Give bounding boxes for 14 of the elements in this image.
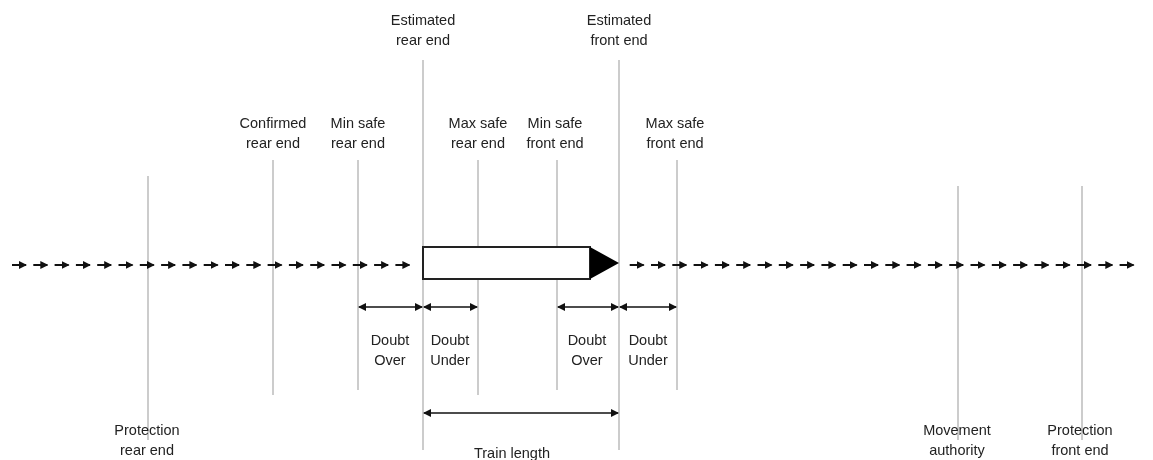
position-label: Estimated rear end: [389, 11, 457, 50]
position-label: Estimated front end: [585, 11, 653, 50]
position-label: Doubt Under: [429, 331, 471, 370]
position-label: Doubt Over: [369, 331, 411, 370]
position-label: Movement authority: [922, 421, 992, 460]
position-label: Protection front end: [1046, 421, 1114, 460]
position-label: Doubt Over: [566, 331, 608, 370]
position-label: Max safe front end: [644, 114, 706, 153]
position-label: Doubt Under: [627, 331, 669, 370]
position-label: Min safe front end: [525, 114, 585, 153]
position-label: Max safe rear end: [447, 114, 509, 153]
position-label: Min safe rear end: [329, 114, 387, 153]
position-label: Protection rear end: [113, 421, 181, 460]
position-label: Confirmed rear end: [238, 114, 308, 153]
